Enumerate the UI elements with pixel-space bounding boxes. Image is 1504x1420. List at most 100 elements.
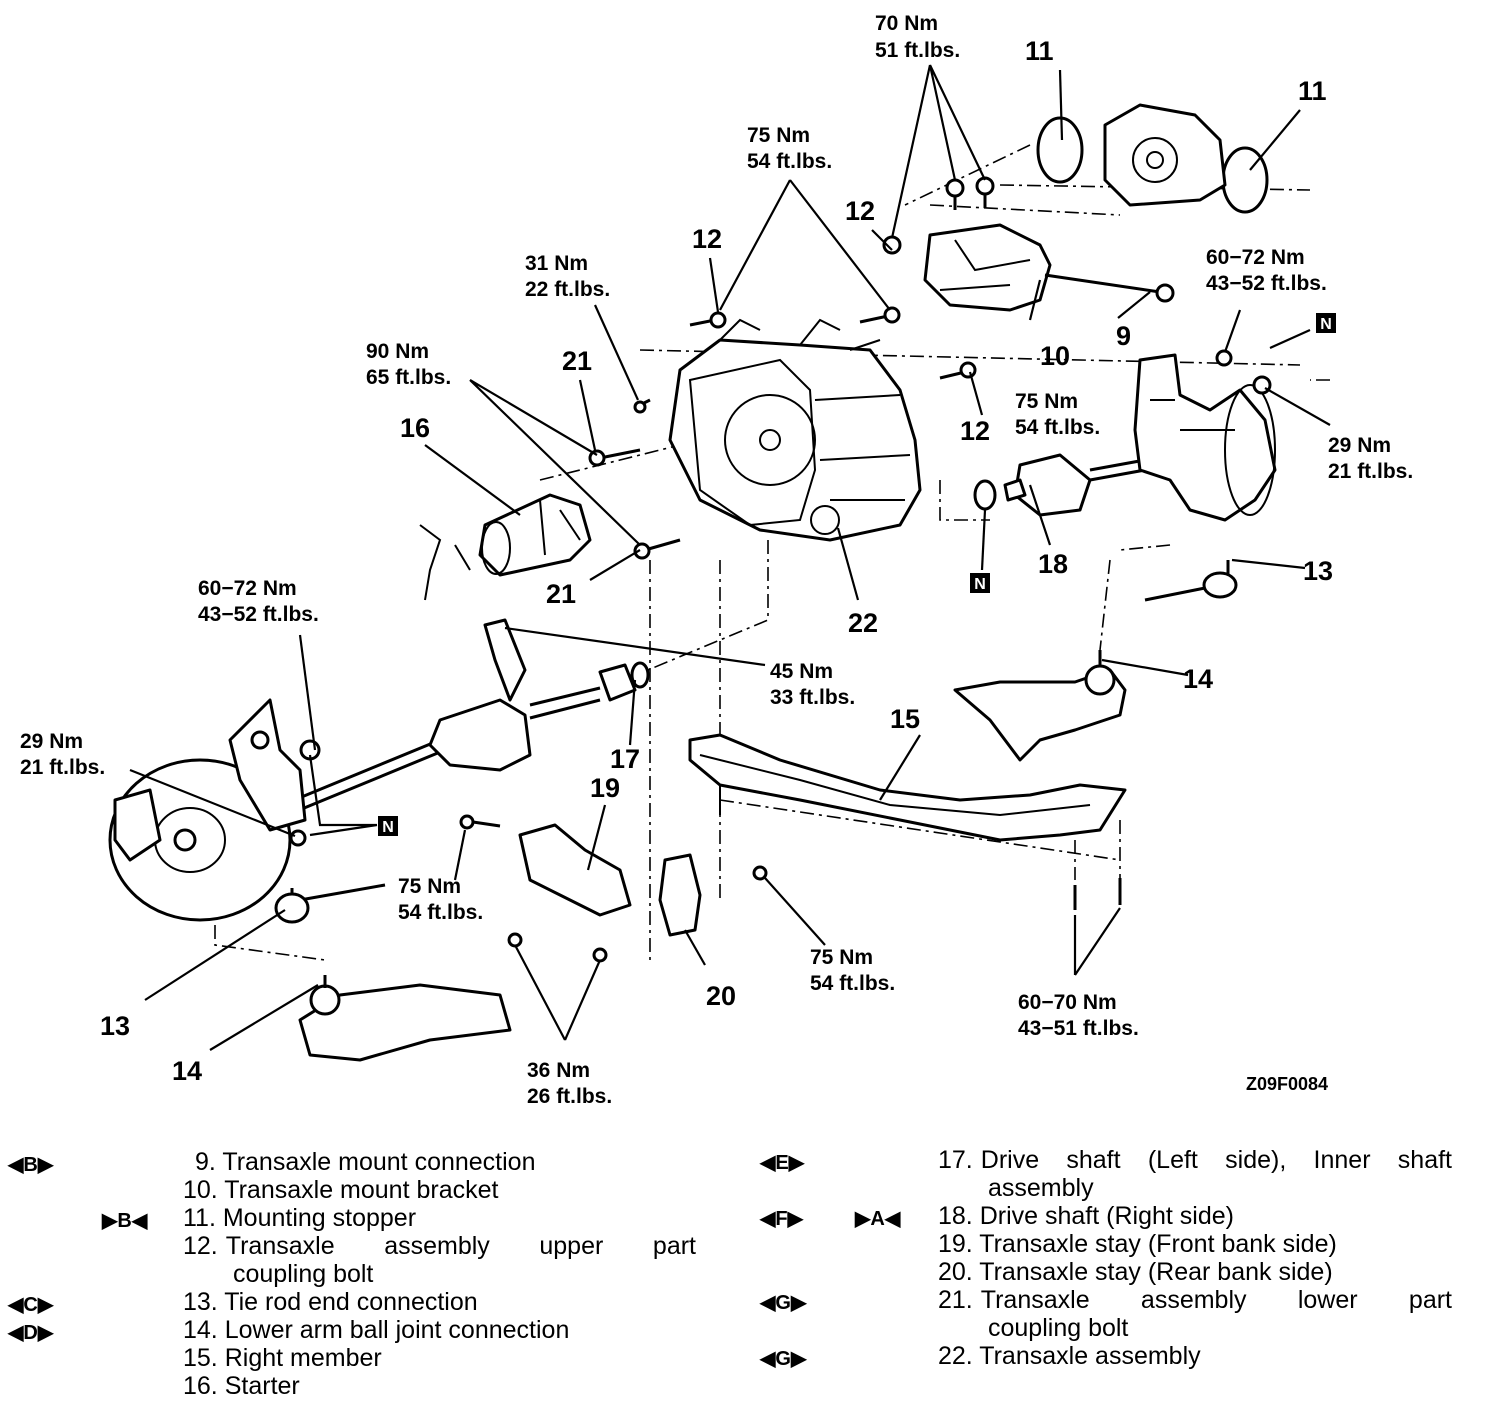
torque-29-left-ftlbs: 21 ft.lbs. <box>20 756 105 779</box>
ref-mark-2: ▶A◀ <box>855 1208 901 1230</box>
part-callouts: 9 10 11 11 12 12 12 13 13 14 14 15 16 17… <box>100 36 1333 1086</box>
transaxle-mount-bracket <box>923 223 1052 312</box>
nut-markers: N N N <box>378 313 1336 836</box>
torque-75-right-nm: 75 Nm <box>810 946 873 969</box>
torque-36-nm: 36 Nm <box>527 1059 590 1082</box>
legend-item-14: 14. Lower arm ball joint connection <box>183 1316 570 1344</box>
callout-17: 17 <box>610 744 640 774</box>
legend-item-13: 13. Tie rod end connection <box>183 1288 478 1316</box>
nut-marker-2: N <box>974 576 986 593</box>
legend-item-22: 22. Transaxle assembly <box>938 1342 1201 1370</box>
torque-31-nm: 31 Nm <box>525 252 588 275</box>
legend-item-12-cont: coupling bolt <box>233 1260 374 1288</box>
callout-18: 18 <box>1038 549 1068 579</box>
torque-45-nm: 45 Nm <box>770 660 833 683</box>
callout-13-left: 13 <box>100 1011 130 1041</box>
callout-9: 9 <box>1116 321 1131 351</box>
torque-75-mid-nm: 75 Nm <box>1015 390 1078 413</box>
ref-mark: ◀G▶ <box>760 1292 807 1314</box>
right-tie-rod-end <box>1144 560 1238 602</box>
parts-legend: ◀B▶ 9. Transaxle mount connection 10. Tr… <box>0 1140 1504 1420</box>
legend-item-17: 17. Drive shaft (Left side), Inner shaft <box>938 1146 1452 1174</box>
callout-14-left: 14 <box>172 1056 202 1086</box>
legend-item-21: 21. Transaxle assembly lower part <box>938 1286 1452 1314</box>
callout-12-top: 12 <box>845 196 875 226</box>
torque-60-70-ftlbs: 43−51 ft.lbs. <box>1018 1017 1139 1040</box>
transaxle-assembly <box>668 318 922 542</box>
legend-item-17-cont: assembly <box>988 1174 1094 1202</box>
callout-22: 22 <box>848 608 878 638</box>
ref-mark: ◀G▶ <box>760 1348 807 1370</box>
left-drive-shaft <box>269 618 650 822</box>
torque-90-ftlbs: 65 ft.lbs. <box>366 366 451 389</box>
torque-29-right-ftlbs: 21 ft.lbs. <box>1328 460 1413 483</box>
right-lower-arm <box>953 650 1127 762</box>
torque-75-left-nm: 75 Nm <box>398 875 461 898</box>
ref-mark: ◀C▶ <box>8 1294 54 1316</box>
callout-19: 19 <box>590 773 620 803</box>
callout-16: 16 <box>400 413 430 443</box>
legend-item-12: 12. Transaxle assembly upper part <box>183 1232 696 1260</box>
torque-70-nm: 70 Nm <box>875 12 938 35</box>
coupling-bolts <box>588 176 995 560</box>
torque-75-mid-ftlbs: 54 ft.lbs. <box>1015 416 1100 439</box>
legend-item-21-cont: coupling bolt <box>988 1314 1129 1342</box>
callout-12-left: 12 <box>692 224 722 254</box>
callout-10: 10 <box>1040 341 1070 371</box>
starter-motor <box>419 493 592 601</box>
legend-item-18: 18. Drive shaft (Right side) <box>938 1202 1234 1230</box>
torque-60-70-nm: 60−70 Nm <box>1018 991 1117 1014</box>
callout-11-right: 11 <box>1298 76 1327 106</box>
callout-11-left: 11 <box>1025 36 1054 66</box>
torque-29-right-nm: 29 Nm <box>1328 434 1391 457</box>
legend-item-9: 9. Transaxle mount connection <box>195 1148 536 1176</box>
legend-item-11: 11. Mounting stopper <box>183 1204 417 1232</box>
torque-29-left-nm: 29 Nm <box>20 730 83 753</box>
torque-60-72-left-nm: 60−72 Nm <box>198 577 297 600</box>
left-tie-rod-end <box>274 883 386 924</box>
right-member <box>688 733 1127 910</box>
ref-mark: ◀D▶ <box>8 1322 54 1344</box>
transaxle-stay-front <box>459 814 632 917</box>
torque-75-top-nm: 75 Nm <box>747 124 810 147</box>
torque-60-72-right-ftlbs: 43−52 ft.lbs. <box>1206 272 1327 295</box>
torque-60-72-right-nm: 60−72 Nm <box>1206 246 1305 269</box>
ref-mark: ◀E▶ <box>760 1152 805 1174</box>
ref-mark: ◀F▶ <box>760 1208 803 1230</box>
torque-45-ftlbs: 33 ft.lbs. <box>770 686 855 709</box>
torque-75-top-ftlbs: 54 ft.lbs. <box>747 150 832 173</box>
torque-70-ftlbs: 51 ft.lbs. <box>875 39 960 62</box>
transaxle-stay-rear <box>507 853 768 963</box>
exploded-transaxle-diagram: N N N 9 10 11 11 12 12 12 13 13 14 14 15… <box>20 12 1413 1108</box>
callout-20: 20 <box>706 981 736 1011</box>
left-hub-rotor <box>108 698 321 922</box>
nut-marker-3: N <box>382 819 394 836</box>
torque-31-ftlbs: 22 ft.lbs. <box>525 278 610 301</box>
callout-13-right: 13 <box>1303 556 1333 586</box>
legend-item-20: 20. Transaxle stay (Rear bank side) <box>938 1258 1333 1286</box>
torque-75-right-ftlbs: 54 ft.lbs. <box>810 972 895 995</box>
alignment-lines <box>214 144 1330 961</box>
figure-code: Z09F0084 <box>1246 1074 1328 1094</box>
right-drive-shaft <box>973 453 1146 517</box>
callout-12-right: 12 <box>960 416 990 446</box>
mount-through-bolt <box>1044 273 1175 303</box>
callout-15: 15 <box>890 704 920 734</box>
legend-item-15: 15. Right member <box>183 1344 382 1372</box>
legend-item-19: 19. Transaxle stay (Front bank side) <box>938 1230 1337 1258</box>
ref-mark: ▶B◀ <box>102 1210 148 1232</box>
torque-specs: 70 Nm 51 ft.lbs. 75 Nm 54 ft.lbs. 31 Nm … <box>20 12 1413 1108</box>
ref-mark: ◀B▶ <box>8 1154 54 1176</box>
torque-90-nm: 90 Nm <box>366 340 429 363</box>
torque-75-left-ftlbs: 54 ft.lbs. <box>398 901 483 924</box>
callout-21-bottom: 21 <box>546 579 576 609</box>
torque-36-ftlbs: 26 ft.lbs. <box>527 1085 612 1108</box>
legend-item-16: 16. Starter <box>183 1372 300 1400</box>
callout-14-right: 14 <box>1183 664 1213 694</box>
legend-item-10: 10. Transaxle mount bracket <box>183 1176 499 1204</box>
torque-60-72-left-ftlbs: 43−52 ft.lbs. <box>198 603 319 626</box>
callout-21-top: 21 <box>562 346 592 376</box>
leader-lines <box>129 64 1331 1051</box>
left-lower-arm <box>298 975 512 1062</box>
right-knuckle-hub <box>1133 349 1277 522</box>
